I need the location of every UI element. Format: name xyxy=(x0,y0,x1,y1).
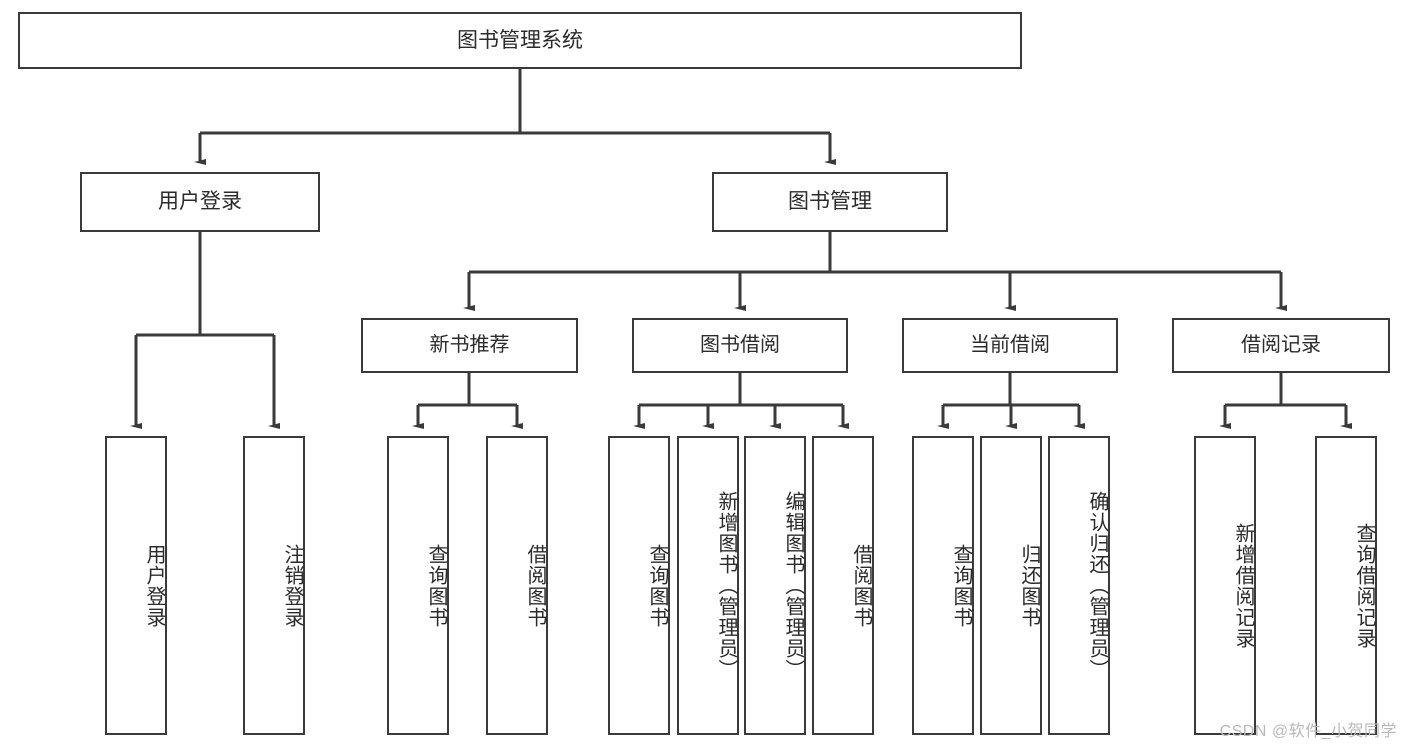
node-leaf-logout-label: 注销登录 xyxy=(281,543,303,628)
node-root-label: 图书管理系统 xyxy=(457,28,583,52)
node-tier3-borrow-record[interactable]: 借阅记录 xyxy=(1172,318,1390,373)
node-leaf-user-login[interactable]: 用户登录 xyxy=(105,436,167,735)
node-leaf-borrow-book-new-label: 借阅图书 xyxy=(524,543,546,628)
node-leaf-query-borrow-record-label: 查询借阅记录 xyxy=(1353,522,1375,649)
node-leaf-add-book-admin[interactable]: 新增图书（管理员） xyxy=(677,436,739,735)
node-tier3-book-borrow[interactable]: 图书借阅 xyxy=(632,318,848,373)
node-tier3-borrow-record-label: 借阅记录 xyxy=(1241,334,1321,357)
node-leaf-confirm-return-admin[interactable]: 确认归还（管理员） xyxy=(1048,436,1110,735)
node-leaf-borrow-book[interactable]: 借阅图书 xyxy=(812,436,874,735)
node-tier2-user-login[interactable]: 用户登录 xyxy=(80,172,320,232)
node-tier3-current-borrow[interactable]: 当前借阅 xyxy=(902,318,1118,373)
node-tier3-new-book-recommend-label: 新书推荐 xyxy=(429,334,510,357)
node-leaf-query-book-new[interactable]: 查询图书 xyxy=(387,436,449,735)
node-tier3-current-borrow-label: 当前借阅 xyxy=(970,334,1050,357)
node-leaf-edit-book-admin-label: 编辑图书（管理员） xyxy=(782,491,804,680)
node-tier2-book-management[interactable]: 图书管理 xyxy=(712,172,948,232)
node-leaf-query-book-current[interactable]: 查询图书 xyxy=(912,436,974,735)
node-leaf-query-borrow-record[interactable]: 查询借阅记录 xyxy=(1315,436,1377,735)
node-leaf-return-book[interactable]: 归还图书 xyxy=(980,436,1042,735)
node-leaf-query-book-borrow-label: 查询图书 xyxy=(646,543,668,628)
node-leaf-add-borrow-record[interactable]: 新增借阅记录 xyxy=(1194,436,1256,735)
node-leaf-query-book-borrow[interactable]: 查询图书 xyxy=(608,436,670,735)
node-leaf-borrow-book-label: 借阅图书 xyxy=(850,543,872,628)
node-leaf-user-login-label: 用户登录 xyxy=(143,543,165,628)
node-leaf-return-book-label: 归还图书 xyxy=(1018,543,1040,628)
node-tier3-book-borrow-label: 图书借阅 xyxy=(700,334,780,357)
node-tier2-user-login-label: 用户登录 xyxy=(158,190,242,214)
node-leaf-borrow-book-new[interactable]: 借阅图书 xyxy=(486,436,548,735)
node-leaf-logout[interactable]: 注销登录 xyxy=(243,436,305,735)
node-leaf-query-book-new-label: 查询图书 xyxy=(425,543,447,628)
watermark: CSDN @软件_小贺同学 xyxy=(1219,723,1397,740)
node-leaf-add-book-admin-label: 新增图书（管理员） xyxy=(715,491,737,680)
node-tier2-book-management-label: 图书管理 xyxy=(788,190,872,214)
node-leaf-edit-book-admin[interactable]: 编辑图书（管理员） xyxy=(744,436,806,735)
node-leaf-confirm-return-admin-label: 确认归还（管理员） xyxy=(1086,491,1108,680)
node-root[interactable]: 图书管理系统 xyxy=(18,12,1022,69)
node-tier3-new-book-recommend[interactable]: 新书推荐 xyxy=(361,318,578,373)
node-leaf-query-book-current-label: 查询图书 xyxy=(950,543,972,628)
node-leaf-add-borrow-record-label: 新增借阅记录 xyxy=(1232,522,1254,649)
